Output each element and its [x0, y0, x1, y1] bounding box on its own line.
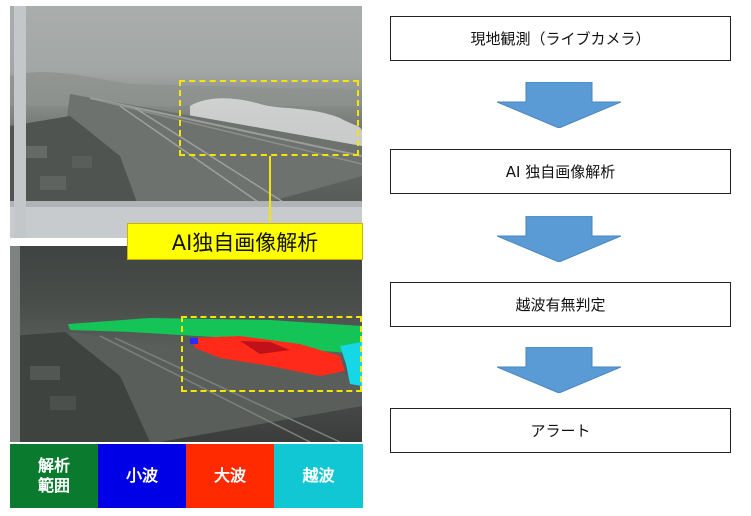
legend-overtopping: 越波 [274, 444, 363, 508]
flow-step-alert: アラート [390, 408, 731, 453]
flow-step-ai-analysis: AI 独自画像解析 [390, 149, 731, 194]
legend-large-wave: 大波 [186, 444, 274, 508]
legend-analysis-range: 解析 範囲 [10, 444, 98, 508]
analysis-result-image [10, 246, 362, 442]
flow-step-live-camera: 現地観測（ライブカメラ） [390, 16, 731, 61]
legend-label: 小波 [125, 466, 158, 485]
legend-label-line2: 範囲 [37, 476, 70, 495]
legend-small-wave: 小波 [98, 444, 186, 508]
flow-step-label: AI 独自画像解析 [505, 163, 616, 181]
analysis-overlay-scene [10, 246, 362, 442]
flow-step-label: アラート [530, 422, 591, 440]
down-arrow-icon [497, 82, 621, 128]
down-arrow-icon [497, 216, 621, 262]
flow-step-overtopping-judgment: 越波有無判定 [390, 282, 731, 327]
flow-step-label: 現地観測（ライブカメラ） [470, 30, 651, 48]
analysis-region-top [179, 80, 359, 156]
flow-step-label: 越波有無判定 [515, 296, 606, 314]
overtopping-area [340, 342, 362, 386]
analysis-region-bottom [181, 316, 362, 392]
down-arrow-icon [497, 347, 621, 393]
legend-label-line1: 解析 [37, 456, 70, 475]
legend-label: 越波 [302, 466, 335, 485]
small-wave-area [190, 338, 198, 344]
ai-analysis-callout: AI独自画像解析 [127, 223, 363, 260]
legend-label: 大波 [213, 466, 246, 485]
large-wave-area [192, 336, 345, 376]
